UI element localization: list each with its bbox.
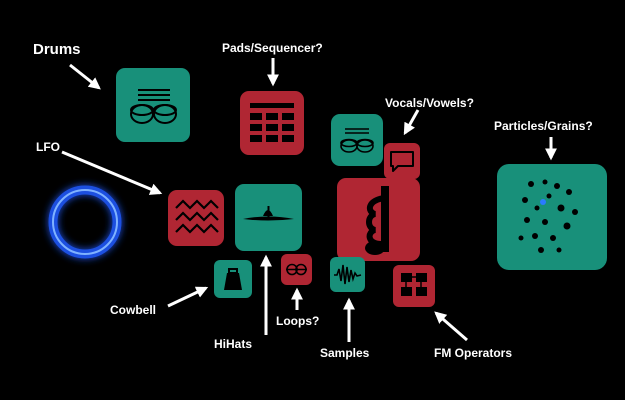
- label-fm-operators: FM Operators: [434, 346, 513, 360]
- drums-tile[interactable]: [116, 68, 190, 142]
- loops-icon: [286, 263, 307, 276]
- drums-icon: [130, 89, 177, 124]
- samples-tile[interactable]: [330, 257, 365, 292]
- loops-tile[interactable]: [281, 254, 312, 285]
- label-cowbell: Cowbell: [110, 303, 157, 317]
- music-note-icon: [365, 186, 389, 255]
- pads-sequencer-tile[interactable]: [240, 91, 304, 155]
- label-drums: Drums: [33, 41, 81, 58]
- fm-arrow: [434, 311, 468, 342]
- particles-icon: [518, 179, 578, 253]
- cymbal-icon: [243, 206, 294, 221]
- label-vocals-vowels: Vocals/Vowels?: [385, 96, 474, 110]
- label-loops: Loops?: [276, 314, 320, 328]
- label-pads-sequencer: Pads/Sequencer?: [222, 41, 323, 55]
- label-lfo: LFO: [36, 140, 60, 154]
- vocals-tile[interactable]: [384, 143, 420, 179]
- cymbal-tile[interactable]: [235, 184, 302, 251]
- samples-waveform-icon: [334, 264, 362, 285]
- lfo-wave-icon: [175, 199, 219, 234]
- label-hihats: HiHats: [214, 337, 253, 351]
- fm-operators-icon: [401, 273, 427, 296]
- label-particles-grains: Particles/Grains?: [494, 119, 593, 133]
- cowbell-tile[interactable]: [214, 260, 252, 298]
- vocals-speech-icon: [390, 151, 414, 172]
- fm-operators-tile[interactable]: [393, 265, 435, 307]
- label-samples: Samples: [320, 346, 370, 360]
- lfo-arrow: [61, 150, 163, 195]
- vocals-arrow: [403, 109, 420, 136]
- ring-icon[interactable]: [40, 177, 130, 267]
- drums-arrow: [69, 63, 101, 90]
- drums-small-icon: [340, 128, 374, 153]
- cowbell-icon: [224, 268, 242, 290]
- music-note-tile[interactable]: [337, 178, 420, 261]
- particles-tile[interactable]: [497, 164, 607, 270]
- cowbell-arrow: [167, 286, 209, 308]
- lfo-tile[interactable]: [168, 190, 224, 246]
- pads-sequencer-icon: [250, 103, 294, 142]
- drums-small-tile[interactable]: [331, 114, 383, 166]
